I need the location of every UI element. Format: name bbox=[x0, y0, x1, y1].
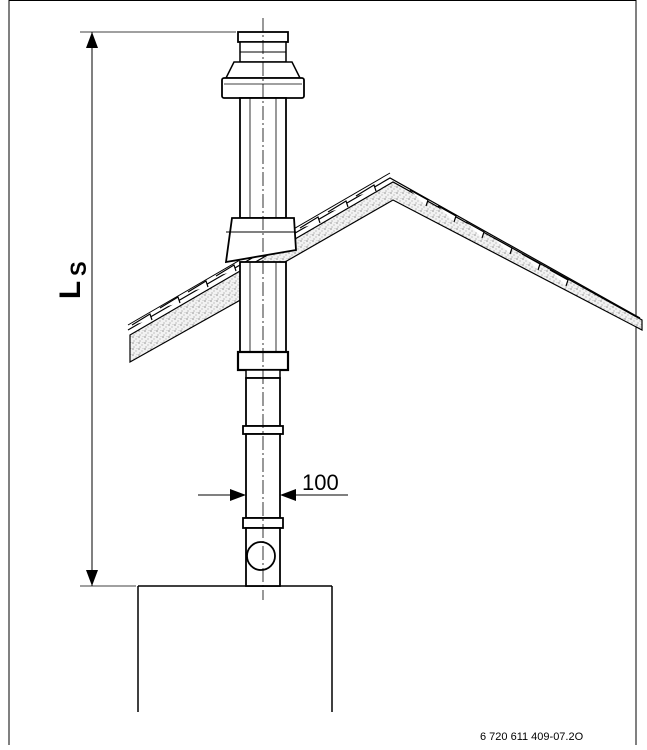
inspection-opening bbox=[246, 541, 276, 571]
dimension-label: L bbox=[54, 281, 87, 299]
dimension-diameter: 100 bbox=[198, 470, 348, 501]
diameter-label: 100 bbox=[302, 470, 339, 495]
figure-id: 6 720 611 409-07.2O bbox=[480, 731, 584, 743]
dimension-ls: L S bbox=[54, 31, 236, 587]
roof-section bbox=[127, 172, 643, 364]
roof-tiles bbox=[131, 184, 569, 326]
roof-flashing bbox=[224, 217, 297, 264]
boiler-housing bbox=[137, 585, 333, 712]
figure-border bbox=[8, 0, 637, 746]
dimension-subscript: S bbox=[66, 261, 91, 276]
